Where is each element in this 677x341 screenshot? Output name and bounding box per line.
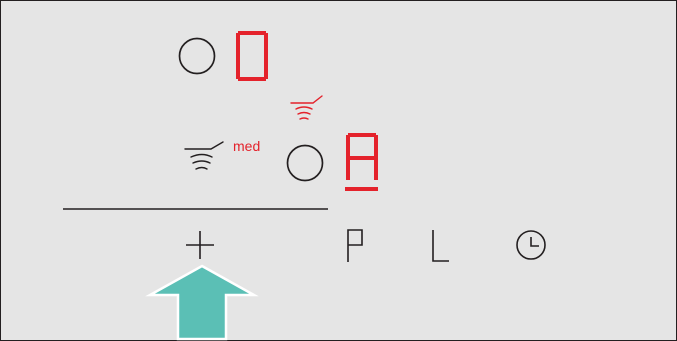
cooking-zone-top-icon[interactable] xyxy=(178,37,216,75)
timer-button[interactable]: clock-icon xyxy=(0,0,546,260)
zone-top-display-digit: 0 xyxy=(236,31,268,81)
p-button[interactable]: P xyxy=(0,0,366,264)
up-arrow-icon xyxy=(145,264,259,341)
plus-button[interactable]: + xyxy=(0,0,220,264)
frying-sensor-active-icon xyxy=(290,95,323,120)
cooking-zone-bottom-icon[interactable] xyxy=(286,144,324,182)
frying-sensor-icon xyxy=(184,141,224,170)
l-button[interactable]: L xyxy=(0,0,454,264)
clock-icon xyxy=(516,230,546,260)
frying-sensor-level-label: med xyxy=(233,138,260,154)
zone-bottom-display-digit: A xyxy=(345,133,378,191)
